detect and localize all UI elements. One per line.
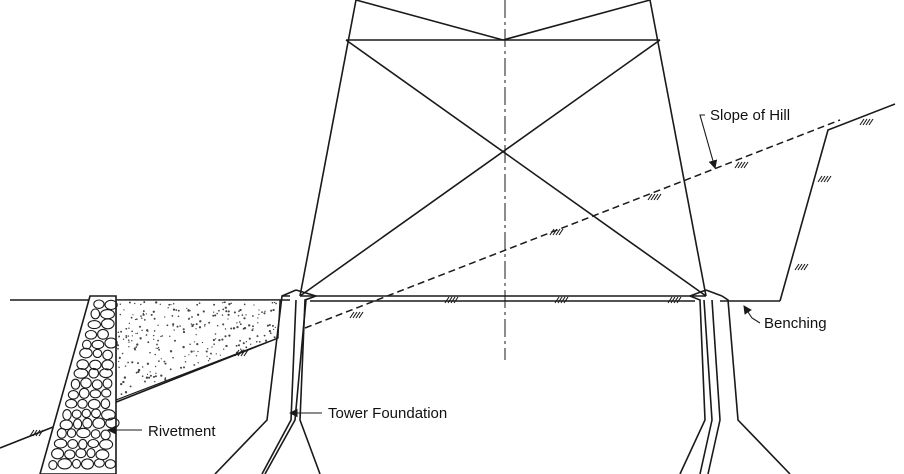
benching-cut <box>779 103 896 302</box>
tower-frame <box>299 0 707 297</box>
right-tower-foundation <box>679 289 791 474</box>
rivetment-callout: Rivetment <box>106 423 216 440</box>
rivetment-wall <box>39 295 120 474</box>
tower-foundation-callout: Tower Foundation <box>288 405 447 422</box>
rivetment-label: Rivetment <box>148 423 216 440</box>
backfill-area <box>115 299 281 401</box>
left-tower-foundation <box>214 289 321 474</box>
slope-of-hill-line <box>304 119 841 329</box>
benching-callout: Benching <box>743 305 827 332</box>
slope-of-hill-callout: Slope of Hill <box>699 107 790 170</box>
benching-label: Benching <box>764 315 827 332</box>
slope-of-hill-label: Slope of Hill <box>710 107 790 124</box>
tower-foundation-label: Tower Foundation <box>328 405 447 422</box>
grass-tufts <box>29 118 874 437</box>
